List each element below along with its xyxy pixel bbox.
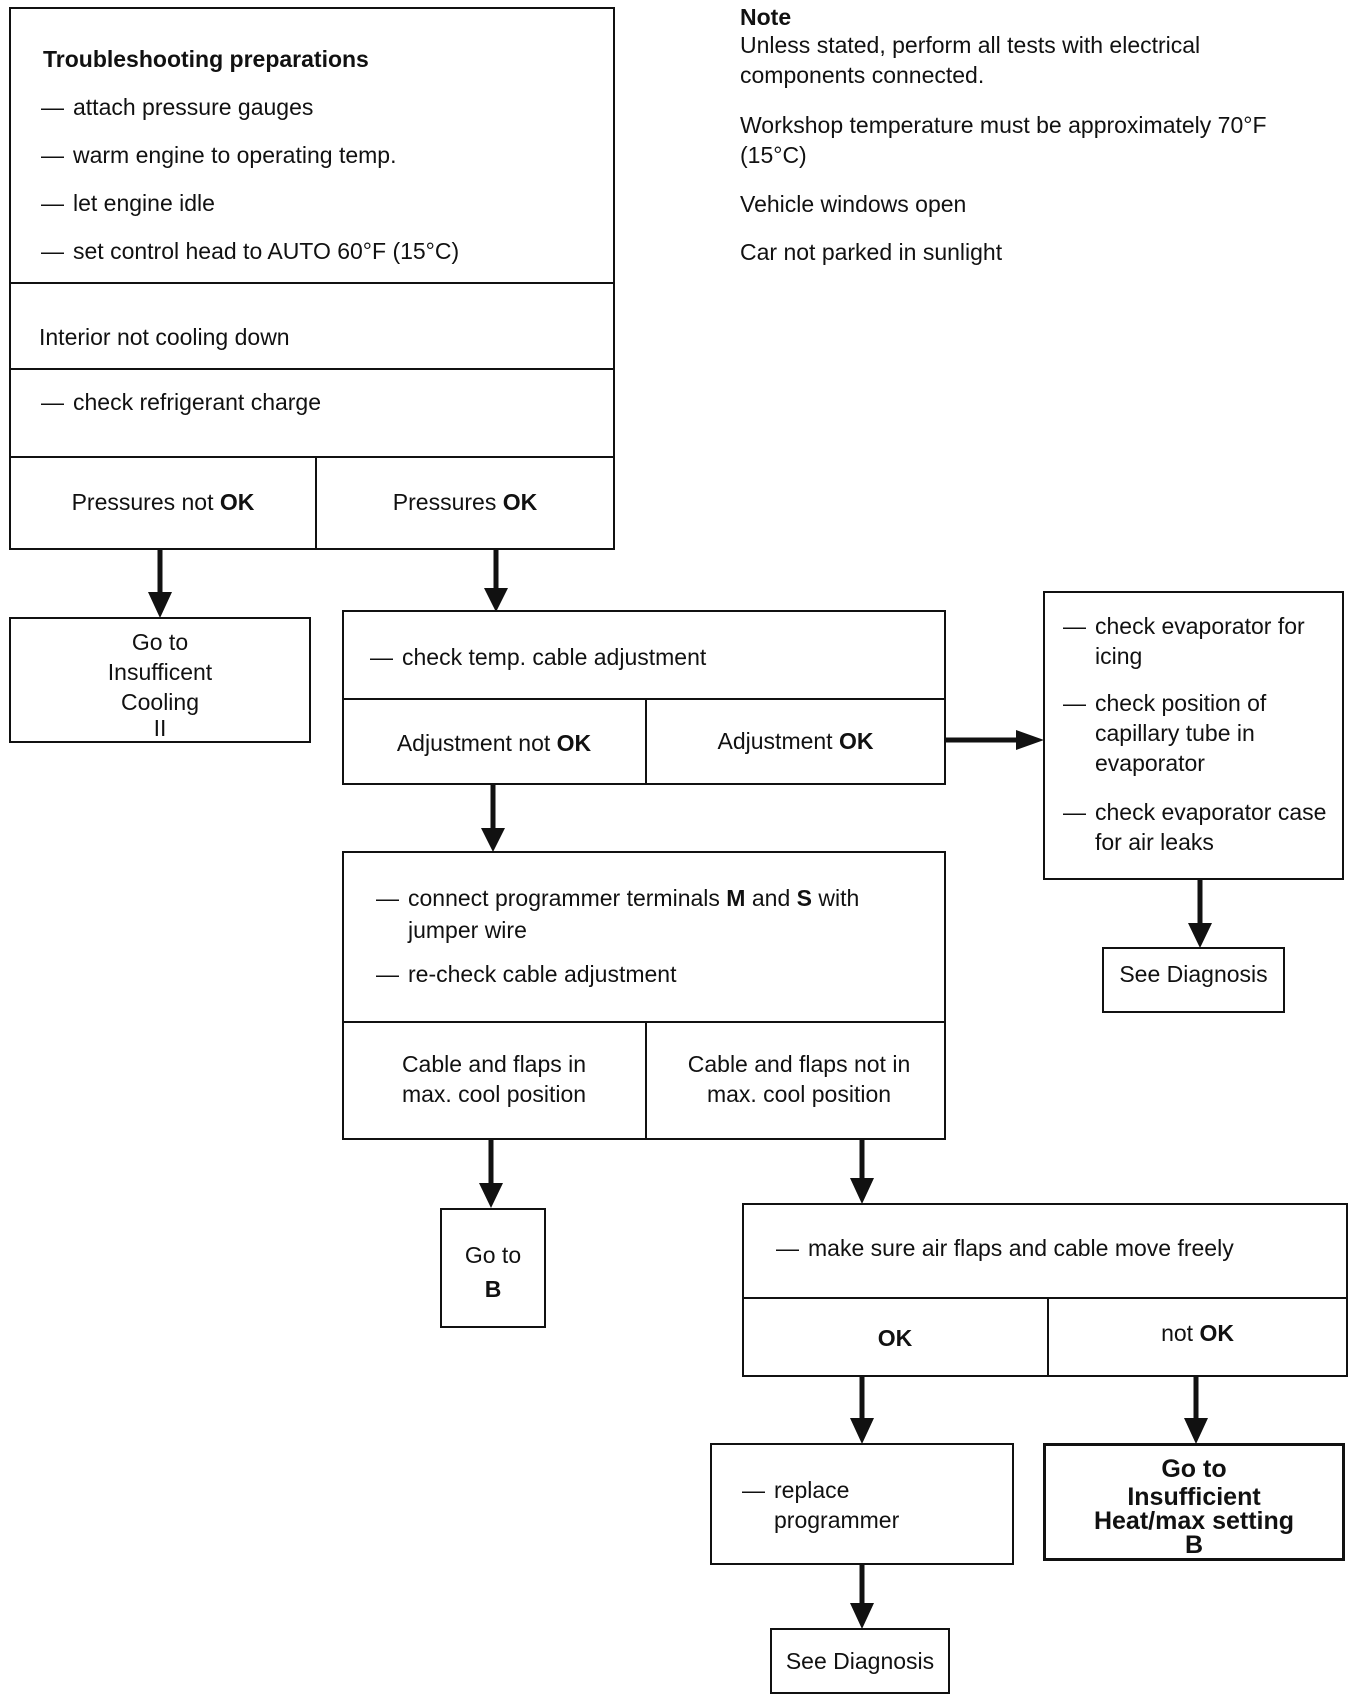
divider [11,456,613,458]
note-line: Unless stated, perform all tests with el… [740,32,1201,88]
air-flaps-not-ok: not OK [1161,1320,1234,1346]
temp-cable-step: —check temp. cable adjustment [370,644,707,670]
adjustment-ok: Adjustment OK [717,728,874,754]
programmer-box: —connect programmer terminals M and S wi… [342,851,946,1140]
arrow-head [479,1183,503,1208]
divider [645,1021,647,1138]
goto-heat-line: Insufficient [1127,1483,1261,1511]
see-diagnosis-box: See Diagnosis [1102,947,1285,1013]
arrow-head [850,1178,874,1204]
prep-item: —set control head to AUTO 60°F (15°C) [41,238,460,264]
divider [315,456,317,548]
preparations-title: Troubleshooting preparations [43,46,369,72]
arrow-head [1188,923,1212,948]
air-flaps-step: —make sure air flaps and cable move free… [776,1235,1234,1261]
not-max-cool-result: Cable and flaps not in max. cool positio… [687,1051,911,1107]
connect-terminals-step: —connect programmer terminals M and S wi… [376,885,860,911]
goto-line: Go to [131,629,189,655]
replace-step: —replace [742,1477,850,1503]
evaporator-item: —check position of capillary tube in eva… [1063,690,1267,776]
arrow-head [1184,1418,1208,1444]
arrow-head [484,588,508,612]
goto-b-letter: B [484,1276,502,1302]
symptom-label: Interior not cooling down [39,324,290,350]
note-line: Workshop temperature must be approximate… [740,112,1267,168]
goto-line: II [153,715,167,741]
replace-programmer-box: —replace programmer [710,1443,1014,1565]
temp-cable-box: —check temp. cable adjustment Adjustment… [342,610,946,785]
see-diagnosis-bottom-label: See Diagnosis [785,1648,935,1674]
adjustment-not-ok: Adjustment not OK [396,730,592,756]
max-cool-result: Cable and flaps in max. cool position [401,1051,587,1107]
goto-insufficient-cooling-box: Go to Insufficent Cooling II [9,617,311,743]
evaporator-box: —check evaporator for icing —check posit… [1043,591,1344,880]
divider [344,1021,944,1023]
goto-line: Insufficent [107,659,213,685]
goto-heat-line: Go to [1161,1455,1227,1483]
check-charge-step: —check refrigerant charge [41,389,322,415]
air-flaps-ok: OK [877,1325,913,1351]
see-diagnosis-label: See Diagnosis [1119,961,1268,987]
recheck-step: —re-check cable adjustment [376,961,677,987]
pressures-not-ok: Pressures not OK [71,489,255,515]
preparations-box: Troubleshooting preparations —attach pre… [9,7,615,550]
divider [744,1297,1346,1299]
divider [1047,1297,1049,1375]
air-flaps-box: —make sure air flaps and cable move free… [742,1203,1348,1377]
evaporator-item: —check evaporator for icing [1063,613,1305,669]
arrow-head [1016,730,1044,750]
see-diagnosis-bottom-box: See Diagnosis [770,1628,950,1694]
goto-line: Cooling [121,689,199,715]
goto-b-line: Go to [464,1242,522,1268]
arrow-head [148,592,172,618]
arrow-head [850,1418,874,1444]
evaporator-item: —check evaporator case for air leaks [1063,799,1327,855]
note-title: Note [740,4,792,30]
prep-item: —warm engine to operating temp. [41,142,397,168]
pressures-ok: Pressures OK [392,489,538,515]
arrow-head [850,1603,874,1629]
divider [344,698,944,700]
replace-step-cont: programmer [774,1507,900,1533]
goto-heat-line: Heat/max setting [1093,1507,1295,1535]
divider [11,368,613,370]
divider [645,698,647,783]
goto-b-box: Go to B [440,1208,546,1328]
note-line: Vehicle windows open [740,191,967,217]
note-line: Car not parked in sunlight [740,239,1003,265]
goto-insufficient-heat-box: Go to Insufficient Heat/max setting B [1043,1443,1345,1561]
divider [11,282,613,284]
prep-item: —attach pressure gauges [41,94,314,120]
prep-item: —let engine idle [41,190,215,216]
arrow-head [481,828,505,852]
connect-terminals-step-cont: jumper wire [408,917,527,943]
goto-heat-line: B [1184,1531,1204,1559]
